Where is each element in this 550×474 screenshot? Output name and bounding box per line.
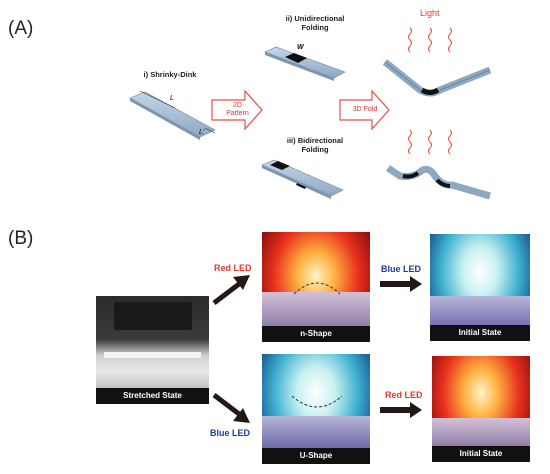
light-waves-top [408, 27, 452, 53]
initial-state-blue-photo: Initial State [430, 234, 530, 341]
black-hinge-patch [285, 53, 307, 63]
blue-led-label-2: Blue LED [381, 264, 422, 274]
black-hinge-patch-bottom [296, 183, 306, 189]
u-shape-outline [291, 395, 343, 408]
n-shape-caption: n-Shape [262, 326, 370, 342]
width-dimension-line [204, 127, 216, 134]
step3-label-line2: Folding [301, 145, 329, 154]
fold-arrow-label: 3D Fold [352, 106, 378, 113]
dim-L-label: L [170, 95, 174, 102]
pattern-arrow [211, 89, 263, 131]
stretched-state-caption: Stretched State [96, 388, 209, 404]
step2-label-line2: Folding [301, 23, 329, 32]
arrow-down-right [212, 393, 250, 423]
light-label: Light [420, 8, 440, 18]
black-hinge-patch-top [270, 161, 290, 170]
dim-W-label: W [297, 44, 304, 51]
arrow-up-right [212, 275, 250, 305]
n-shape-outline [293, 282, 341, 295]
bidirectional-strip [261, 159, 344, 199]
panel-b-label: (B) [8, 228, 34, 249]
panel-a-figure [129, 27, 492, 200]
unidirectional-strip [264, 46, 346, 81]
folded-strip-bidirectional [386, 165, 491, 200]
red-led-label-1: Red LED [214, 263, 252, 273]
initial-state-caption-2: Initial State [432, 446, 530, 462]
blue-led-label-1: Blue LED [210, 428, 251, 438]
u-shape-caption: U-Shape [262, 448, 370, 464]
panel-b-arrows [212, 275, 422, 423]
panel-a-label: (A) [8, 18, 34, 39]
dim-Lprime-label: L' [199, 129, 205, 136]
arrow-right-bottom [380, 402, 422, 418]
step2-label: ii) Unidirectional Folding [270, 14, 360, 32]
step3-label-line1: iii) Bidirectional [286, 136, 344, 145]
length-dimension-line [139, 90, 176, 109]
shrinky-dink-strip [129, 90, 216, 140]
u-shape-photo: U-Shape [262, 354, 370, 464]
initial-state-caption-1: Initial State [430, 325, 530, 341]
pattern-arrow-label-line2: Pattern [226, 110, 249, 117]
red-led-label-2: Red LED [385, 390, 423, 400]
n-shape-photo: n-Shape [262, 232, 370, 342]
pattern-arrow-label: 2D Pattern [215, 102, 260, 118]
step3-label: iii) Bidirectional Folding [270, 136, 360, 154]
pattern-arrow-label-line1: 2D [233, 102, 242, 109]
light-waves-bottom [408, 129, 452, 155]
step2-label-line1: ii) Unidirectional [285, 14, 345, 23]
stretched-state-photo: Stretched State [96, 296, 209, 404]
folded-strip-unidirectional [382, 59, 492, 97]
step1-label: i) Shrinky-Dink [143, 70, 197, 79]
arrow-right-top [380, 276, 422, 292]
initial-state-red-photo: Initial State [432, 356, 530, 462]
fold-arrow [339, 89, 390, 131]
